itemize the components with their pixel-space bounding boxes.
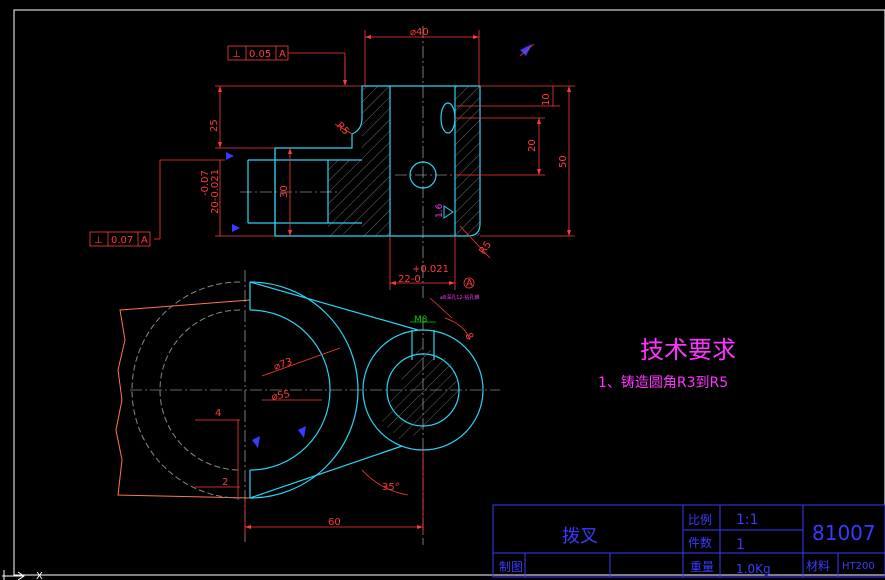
dim-20: 20: [527, 139, 538, 152]
front-view: ⌀40 10 20 50 25 30 R5 R5 22-0 +0.021 -0.…: [89, 26, 575, 300]
fcf-bottom: ⊥ 0.07 A: [89, 231, 151, 247]
dim-2: 2: [222, 477, 228, 488]
dim-bore-tolerance-upper: +0.021: [412, 264, 449, 275]
top-view: ⌀73 ⌀55 4 2 60 35° M8 8 ⌀8深孔12-钻孔锥: [115, 270, 500, 545]
title-material-label: 材料: [806, 559, 830, 573]
section-hatch-left: [362, 86, 390, 236]
fcf-top-value: 0.05: [249, 49, 271, 60]
tiny-hole-note: ⌀8深孔12-钻孔锥: [440, 294, 479, 301]
title-draw-label: 制图: [499, 560, 523, 574]
datum-marker: [463, 277, 475, 289]
dim-30: 30: [279, 185, 290, 198]
ucs-icon: [2, 570, 25, 580]
title-drawing-number: 81007: [812, 521, 876, 545]
fcf-top: ⊥ 0.05 A: [227, 45, 347, 86]
keyway-slot: [440, 102, 456, 134]
title-qty-value: 1: [736, 537, 745, 553]
dim-m8: M8: [414, 315, 428, 325]
fcf-bottom-value: 0.07: [111, 235, 133, 246]
title-weight-label: 重量: [690, 560, 714, 574]
fcf-top-symbol: ⊥: [232, 49, 241, 60]
title-block: [492, 504, 885, 578]
roughness-value: 1.6: [435, 203, 445, 218]
dim-25: 25: [209, 119, 220, 132]
dim-bore-tolerance: 22-0: [398, 274, 421, 285]
roughness-symbol: [443, 205, 454, 219]
dim-diameter-55: ⌀55: [271, 389, 291, 403]
dim-10: 10: [541, 93, 552, 106]
datum-marker-label: A: [466, 278, 473, 289]
fcf-bottom-symbol: ⊥: [94, 235, 103, 246]
title-scale-value: 1:1: [736, 512, 759, 528]
dim-diameter-73: ⌀73: [273, 357, 294, 373]
fcf-bottom-datum: A: [141, 235, 148, 246]
dim-side-tolerance-upper: -0.07: [200, 170, 211, 196]
dim-side-tolerance-value: 20-0.021: [210, 169, 221, 214]
tech-requirements-title: 技术要求: [640, 336, 736, 364]
title-part-name: 拨叉: [562, 526, 598, 547]
tech-requirements-line1: 1、铸造圆角R3到R5: [598, 375, 728, 391]
fcf-top-datum: A: [279, 49, 286, 60]
title-material-value: HT200: [842, 561, 875, 572]
break-line: [115, 299, 251, 499]
title-weight-value: 1.0Kg: [736, 562, 771, 576]
title-scale-label: 比例: [688, 513, 712, 527]
dim-diameter-40: ⌀40: [410, 27, 429, 38]
ucs-x-label: X: [36, 571, 43, 580]
dim-4: 4: [215, 408, 221, 419]
dim-60: 60: [328, 517, 341, 528]
section-hatch-right: [455, 86, 480, 236]
dim-angle-35: 35°: [382, 482, 400, 493]
drawing-frame: [13, 9, 885, 576]
dim-8: 8: [462, 331, 475, 342]
dim-r5-top: R5: [334, 120, 351, 137]
title-qty-label: 件数: [688, 535, 712, 550]
dim-r5-bottom: R5: [477, 240, 494, 257]
section-hatch-arm: [328, 160, 362, 236]
dim-50: 50: [558, 155, 569, 168]
